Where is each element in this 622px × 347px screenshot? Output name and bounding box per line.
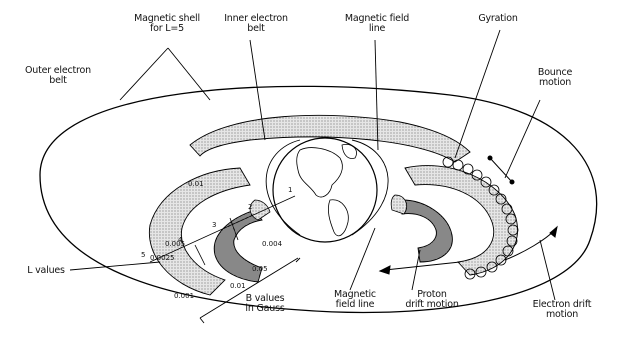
l-tick-3: 3: [212, 221, 216, 229]
b-tick-005: 0.05: [252, 265, 268, 273]
right-inner-belt: [402, 200, 452, 262]
l-tick-2: 2: [248, 203, 252, 211]
outer-electron-belt-label: Outer electron belt: [8, 66, 108, 86]
inner-electron-belt-label: Inner electron belt: [216, 14, 296, 34]
b-tick-0004: 0.004: [262, 240, 282, 248]
gyration-label: Gyration: [458, 14, 538, 24]
b-tick-0001: 0.001: [174, 292, 194, 300]
b-tick-00025: 0.0025: [150, 254, 175, 262]
proton-drift-motion-label: Proton drift motion: [392, 290, 472, 310]
bounce-motion-label: Bounce motion: [520, 68, 590, 88]
magnetic-field-line-label: Magnetic field line: [332, 14, 422, 34]
l-tick-1: 1: [288, 186, 292, 194]
right-small-lobe: [391, 195, 406, 214]
l-tick-5: 5: [141, 251, 145, 259]
magnetic-shell-label: Magnetic shell for L=5: [112, 14, 222, 34]
l-values-label: L values: [16, 266, 76, 276]
magnetic-field-line-lower-label: Magnetic field line: [320, 290, 390, 310]
b-tick-0005: 0.005: [165, 240, 185, 248]
left-small-lobe: [250, 200, 270, 220]
electron-drift-motion-label: Electron drift motion: [512, 300, 612, 320]
b-tick-001: 0.01: [230, 282, 246, 290]
b-tick-001-top: 0.01: [188, 180, 204, 188]
b-values-label: B values in Gauss: [225, 294, 305, 314]
